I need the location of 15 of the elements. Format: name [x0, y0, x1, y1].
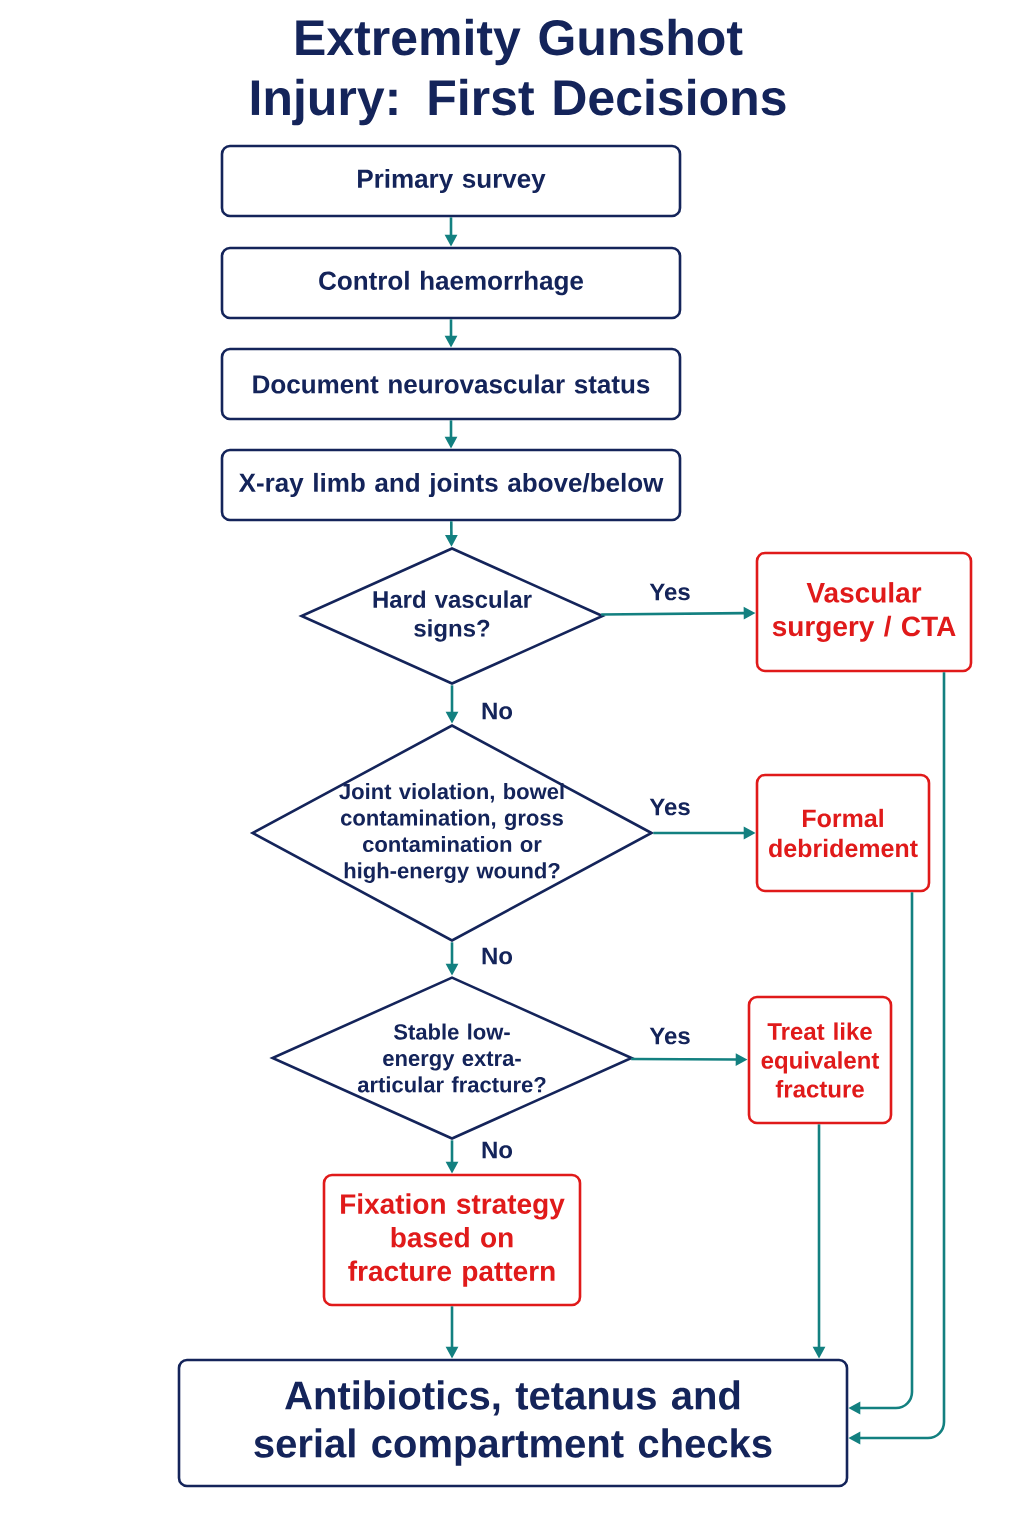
edge-label: No	[479, 700, 515, 722]
edge-label: No	[479, 945, 515, 967]
process-box: Control haemorrhage	[220, 246, 682, 320]
process-box: Document neurovascular status	[220, 347, 682, 421]
outcome-box: Fixation strategy based on fracture pattern	[322, 1173, 582, 1307]
title: Extremity Gunshot Injury: First Decisions	[251, 18, 786, 126]
edge-label: No	[479, 1139, 515, 1161]
edge-label: Yes	[647, 1025, 693, 1047]
outcome-box: Formal debridement	[755, 773, 931, 893]
final-box: Antibiotics, tetanus and serial compartment checks	[177, 1358, 849, 1488]
outcome-box: Vascular surgery / CTA	[755, 551, 973, 673]
process-box: Primary survey	[220, 144, 682, 218]
process-box: X-ray limb and joints above/below	[220, 448, 682, 522]
edge-label: Yes	[647, 581, 693, 603]
outcome-box: Treat like equivalent fracture	[747, 995, 893, 1125]
